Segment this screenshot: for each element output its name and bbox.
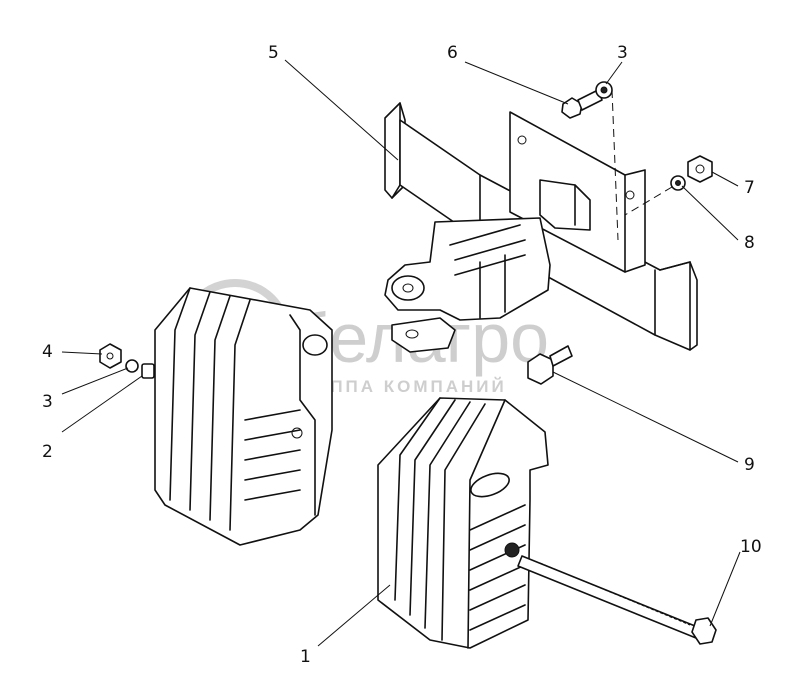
long-bolt-part-10 [517,555,717,645]
watermark-subtitle: ГРУППА КОМПАНИЙ [290,377,507,396]
leader-lines [61,59,741,647]
washer-part-3-upper [595,81,613,99]
callout-9: 9 [744,455,755,475]
callout-10: 10 [740,537,762,557]
callout-3-upper: 3 [617,43,628,63]
leader-3-left [61,367,129,395]
leader-2 [61,375,143,433]
callout-2: 2 [42,442,53,462]
washer-part-8 [670,175,686,191]
callout-8: 8 [744,233,755,253]
nut-part-7 [687,155,713,183]
bracket-frame-part-5 [384,102,698,353]
leader-10 [709,551,741,627]
leader-1 [317,584,391,647]
callout-labels: 5 6 3 7 8 4 3 2 9 10 1 [42,43,762,667]
leader-8 [681,185,739,241]
axis-line-right [624,186,673,216]
ballast-weight-right-part-1 [377,397,549,649]
leader-9 [552,371,739,463]
callout-7: 7 [744,178,755,198]
washer-part-3-left [125,359,139,373]
leader-4 [61,351,103,355]
callout-6: 6 [447,43,458,63]
leader-7 [711,171,739,187]
bolt-part-6 [561,89,603,119]
bolt-part-9 [527,345,573,385]
callout-4: 4 [42,342,53,362]
nut-part-4 [99,343,122,369]
leader-6 [464,61,569,105]
ballast-weight-left [154,287,333,546]
callout-1: 1 [300,647,311,667]
callout-3-left: 3 [42,392,53,412]
leader-5 [284,59,399,161]
callout-5: 5 [268,43,279,63]
stud-part-2 [141,363,155,379]
leader-3-upper [605,61,623,85]
